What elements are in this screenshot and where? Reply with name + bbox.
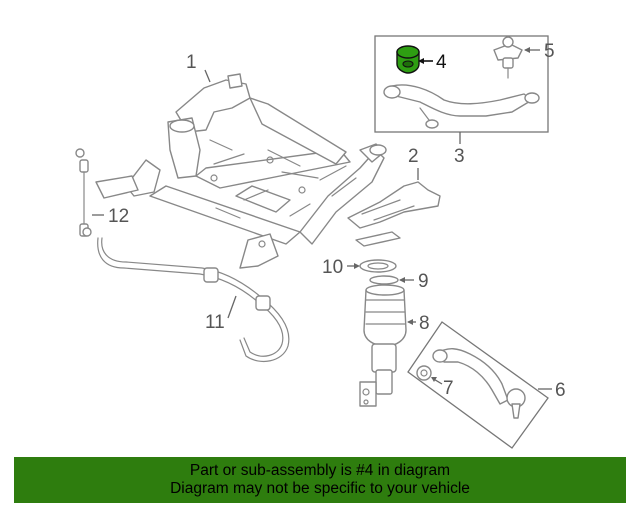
callout-8: 8 — [419, 313, 430, 334]
callout-1: 1 — [186, 52, 197, 73]
callout-6: 6 — [555, 380, 566, 401]
callout-3: 3 — [454, 146, 465, 167]
lower-control-arm-part-6 — [432, 348, 526, 419]
callout-10: 10 — [322, 257, 343, 278]
banner-line-1: Part or sub-assembly is #4 in diagram — [189, 462, 451, 479]
callout-12: 12 — [108, 206, 129, 227]
banner-line-2: Diagram may not be specific to your vehi… — [170, 480, 470, 497]
lower-arm-group-box — [407, 321, 549, 449]
air-strut-part-8 — [359, 284, 407, 407]
bushing-part-7 — [416, 365, 432, 381]
callout-9: 9 — [418, 271, 429, 292]
stabilizer-link-part-12 — [75, 148, 92, 237]
parts-diagram: 1 12 11 3 4 — [75, 35, 566, 449]
upper-control-arm-part-3 — [383, 84, 540, 129]
insulator-part-10 — [359, 259, 397, 273]
callout-7: 7 — [443, 378, 454, 399]
splash-shield-part-2 — [347, 181, 441, 247]
callout-4: 4 — [436, 52, 447, 73]
seal-part-9 — [369, 275, 399, 285]
ball-joint-part-5 — [493, 36, 523, 79]
callout-5: 5 — [544, 41, 555, 62]
stabilizer-bar-part-11 — [97, 237, 290, 363]
callout-11: 11 — [205, 312, 225, 333]
info-banner: Part or sub-assembly is #4 in diagram Di… — [14, 457, 626, 503]
callout-2: 2 — [408, 146, 419, 167]
bushing-part-4 — [396, 45, 420, 74]
subframe-part-1 — [95, 73, 387, 269]
